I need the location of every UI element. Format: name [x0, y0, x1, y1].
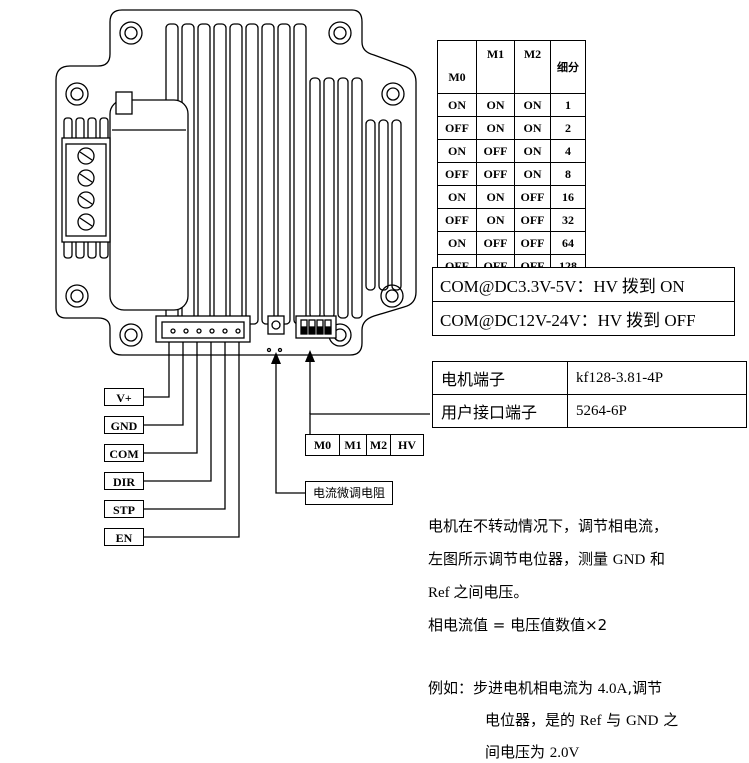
com-voltage-table: COM@DC3.3V-5V：HV 拨到 ON COM@DC12V-24V：HV … [432, 267, 735, 336]
mount-hole [381, 82, 405, 106]
leader-pot [275, 360, 305, 494]
leader-com [144, 342, 198, 454]
board-outline [55, 9, 417, 356]
note-example-2: 电位器，是的 Ref 与 GND 之 [485, 711, 679, 729]
mount-hole [119, 21, 143, 45]
note-line-1: 电机在不转动情况下，调节相电流， [428, 517, 669, 535]
note-line-2: 左图所示调节电位器，测量 GND 和 [428, 550, 666, 568]
capacitor-block [109, 99, 189, 311]
table-row: COM@DC12V-24V：HV 拨到 OFF [432, 301, 735, 336]
terminal-name: 电机端子 [432, 361, 568, 395]
dip-label-m0: M0 [305, 434, 340, 456]
pin-label-dir: DIR [104, 472, 144, 490]
terminal-name: 用户接口端子 [432, 394, 568, 428]
pin-label-com: COM [104, 444, 144, 462]
terminal-part: kf128-3.81-4P [567, 361, 747, 395]
terminal-table: 电机端子 kf128-3.81-4P 用户接口端子 5264-6P [432, 361, 747, 428]
leader-dip [309, 413, 430, 434]
dip-switch-labels: M0 M1 M2 HV [305, 434, 424, 456]
note-line-3: Ref 之间电压。 [428, 583, 529, 601]
pin-label-en: EN [104, 528, 144, 546]
leader-vplus [144, 342, 170, 398]
com-note-high: COM@DC12V-24V：HV 拨到 OFF [432, 301, 735, 336]
potentiometer [267, 315, 285, 335]
mount-hole [328, 21, 352, 45]
header-m0: M0 [437, 40, 477, 94]
pin-label-vplus: V+ [104, 388, 144, 406]
user-connector [155, 315, 251, 343]
header-microstep: 细分 [550, 40, 586, 94]
dip-switch [295, 315, 337, 339]
table-row: COM@DC3.3V-5V：HV 拨到 ON [432, 267, 735, 302]
dip-label-m2: M2 [366, 434, 391, 456]
table-row: 电机端子 kf128-3.81-4P [432, 361, 747, 395]
note-example-3: 间电压为 2.0V [485, 743, 580, 761]
mount-hole [65, 284, 89, 308]
note-formula: 相电流值 = 电压值数值×2 [428, 616, 608, 634]
header-m2: M2 [514, 40, 551, 94]
pot-label: 电流微调电阻 [305, 481, 393, 505]
com-note-low: COM@DC3.3V-5V：HV 拨到 ON [432, 267, 735, 302]
table-row: 用户接口端子 5264-6P [432, 394, 747, 428]
dip-label-hv: HV [390, 434, 424, 456]
header-m1: M1 [476, 40, 515, 94]
motor-terminal-block [61, 137, 111, 243]
mount-hole [65, 82, 89, 106]
leader-en [144, 342, 240, 538]
leader-gnd [144, 342, 184, 426]
pin-label-gnd: GND [104, 416, 144, 434]
leader-stp [144, 342, 226, 510]
mount-hole [119, 323, 143, 347]
note-example-1: 例如：步进电机相电流为 4.0A,调节 [428, 679, 663, 697]
pin-label-stp: STP [104, 500, 144, 518]
terminal-part: 5264-6P [567, 394, 747, 428]
dip-label-m1: M1 [339, 434, 367, 456]
leader-dir [144, 342, 212, 482]
